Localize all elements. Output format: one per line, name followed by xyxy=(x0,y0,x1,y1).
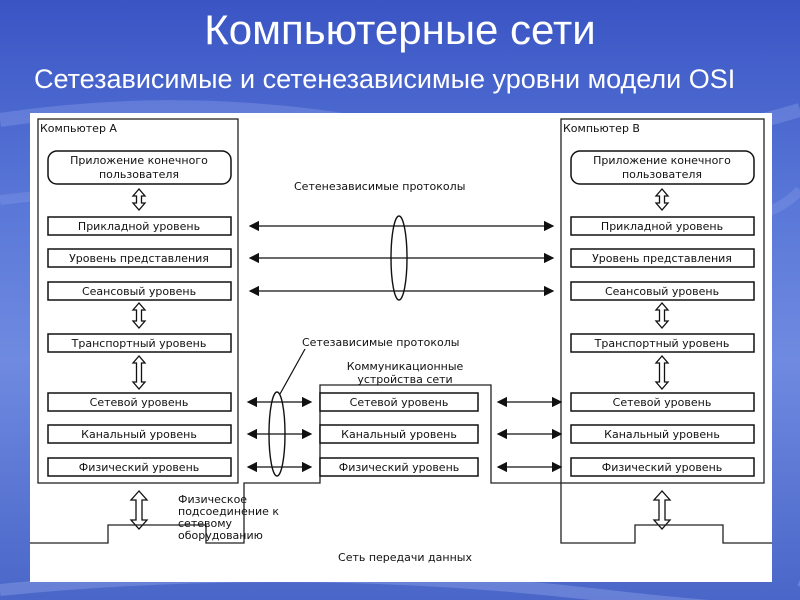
physical-conn-line4: оборудованию xyxy=(178,529,263,542)
computer-a-label: Компьютер A xyxy=(40,122,117,135)
computer-b-layers: Прикладной уровень Уровень представления… xyxy=(570,216,755,477)
computer-a-frame xyxy=(37,118,239,484)
comm-device-layers: Сетевой уровень Канальный уровень Физиче… xyxy=(319,392,479,477)
comm-layer-physical: Физический уровень xyxy=(339,461,460,474)
computer-a-app-box xyxy=(47,150,232,185)
computer-a-layer-session: Сеансовый уровень xyxy=(82,285,196,298)
computer-a-layer-network: Сетевой уровень xyxy=(90,396,189,409)
physical-conn-line2: подсоединение к xyxy=(178,505,279,518)
computer-b-frame xyxy=(560,118,765,484)
computer-b-layer-physical: Физический уровень xyxy=(602,461,723,474)
comm-devices-line1: Коммуникационные xyxy=(347,360,464,373)
vertical-double-arrows xyxy=(129,188,672,530)
osi-diagram: Компьютер A Компьютер B Приложение конеч… xyxy=(30,118,772,564)
physical-conn-line1: Физическое xyxy=(178,493,247,506)
independent-protocols-label: Сетенезависимые протоколы xyxy=(294,180,465,193)
computer-b-label: Компьютер B xyxy=(563,122,640,135)
dependent-protocols-pointer xyxy=(279,348,306,395)
independent-protocols-ellipse xyxy=(390,215,408,301)
computer-a-layer-transport: Транспортный уровень xyxy=(71,337,207,350)
computer-b-app-line2: пользователя xyxy=(622,168,702,181)
computer-a-app-line1: Приложение конечного xyxy=(70,154,208,167)
comm-layer-datalink: Канальный уровень xyxy=(341,428,457,441)
network-outline xyxy=(30,384,772,544)
dependent-protocols-ellipse xyxy=(268,391,286,477)
computer-b-layer-session: Сеансовый уровень xyxy=(605,285,719,298)
computer-a-layer-datalink: Канальный уровень xyxy=(81,428,197,441)
computer-b-app-box xyxy=(570,150,755,185)
computer-a-layer-application: Прикладной уровень xyxy=(78,220,200,233)
computer-b-layer-presentation: Уровень представления xyxy=(592,252,732,265)
computer-a-layer-physical: Физический уровень xyxy=(79,461,200,474)
data-network-label: Сеть передачи данных xyxy=(338,551,472,564)
computer-b-layer-datalink: Канальный уровень xyxy=(604,428,720,441)
computer-b-layer-application: Прикладной уровень xyxy=(601,220,723,233)
computer-b-app-line1: Приложение конечного xyxy=(593,154,731,167)
computer-b-layer-network: Сетевой уровень xyxy=(613,396,712,409)
computer-a-app-line2: пользователя xyxy=(99,168,179,181)
slide-subtitle: Сетезависимые и сетенезависимые уровни м… xyxy=(34,64,736,94)
comm-layer-network: Сетевой уровень xyxy=(350,396,449,409)
computer-b-layer-transport: Транспортный уровень xyxy=(594,337,730,350)
dependent-protocol-arrows xyxy=(246,396,563,473)
osi-diagram-panel: Компьютер A Компьютер B Приложение конеч… xyxy=(30,113,772,582)
physical-conn-line3: сетевому xyxy=(178,517,233,530)
computer-a-layer-presentation: Уровень представления xyxy=(69,252,209,265)
comm-devices-line2: устройства сети xyxy=(357,373,452,386)
computer-a-layers: Прикладной уровень Уровень представления… xyxy=(47,216,232,477)
dependent-protocols-label: Сетезависимые протоколы xyxy=(302,336,459,349)
slide-title: Компьютерные сети xyxy=(204,6,596,53)
independent-protocol-arrows xyxy=(248,220,555,297)
